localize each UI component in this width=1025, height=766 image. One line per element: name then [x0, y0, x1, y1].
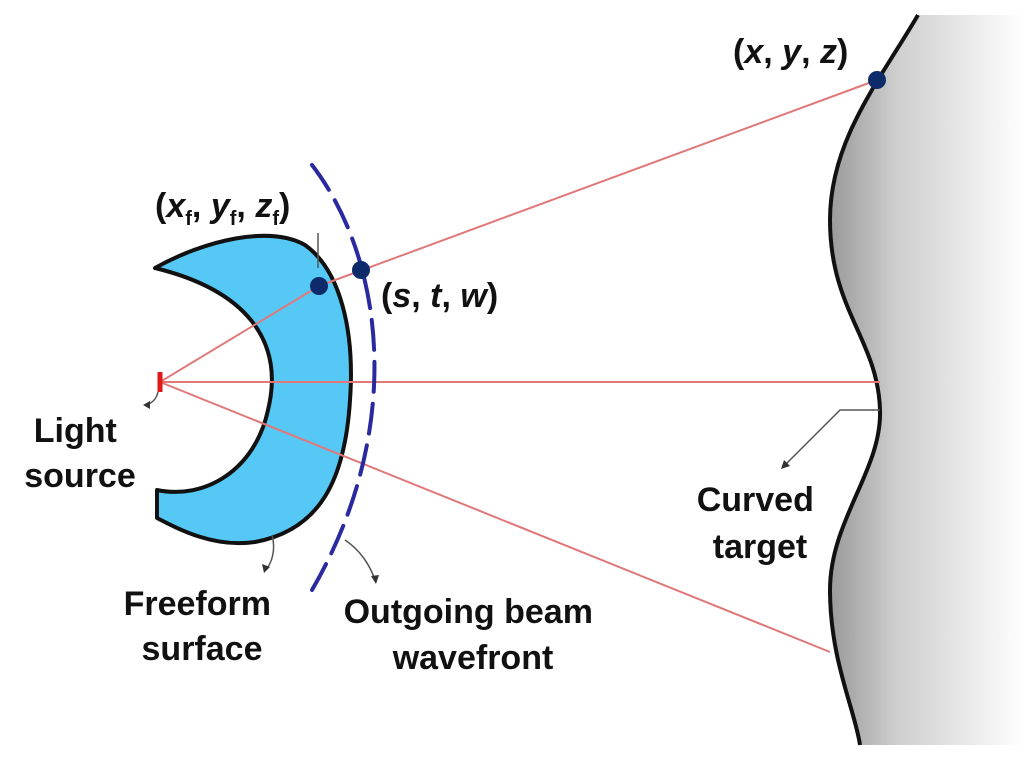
leader-arrowheads — [143, 401, 790, 584]
wavefront-arrowhead — [371, 575, 379, 584]
ray-lower — [159, 381, 831, 653]
light-rays — [159, 79, 880, 653]
freeform-arrowhead — [262, 564, 270, 573]
target-point-label: (x, y, z) — [733, 33, 848, 71]
light-source-label: Light source — [24, 412, 136, 495]
curved-target-outline — [827, 13, 920, 746]
wavefront-leader — [344, 539, 376, 581]
surface-point-dot — [310, 277, 328, 295]
light-source-arrowhead — [143, 401, 150, 409]
curved-target-label: Curved target — [697, 481, 824, 566]
wavefront-point-label: (s, t, w) — [381, 277, 498, 315]
target-arrowhead — [781, 460, 790, 469]
wavefront-label: Outgoing beam wavefront — [344, 593, 603, 677]
ray-upper-to-surface — [159, 285, 320, 383]
wavefront-point-dot — [352, 261, 370, 279]
freeform-surface-lens — [153, 233, 353, 546]
target-point-dot — [868, 71, 886, 89]
curved-target-fill — [830, 15, 1025, 745]
surface-point-label: (xf, yf, zf) — [155, 187, 290, 230]
ray-upper-to-target — [318, 79, 878, 287]
freeform-surface-label: Freeform surface — [124, 585, 281, 668]
target-leader — [784, 409, 880, 466]
outgoing-wavefront — [310, 163, 377, 592]
